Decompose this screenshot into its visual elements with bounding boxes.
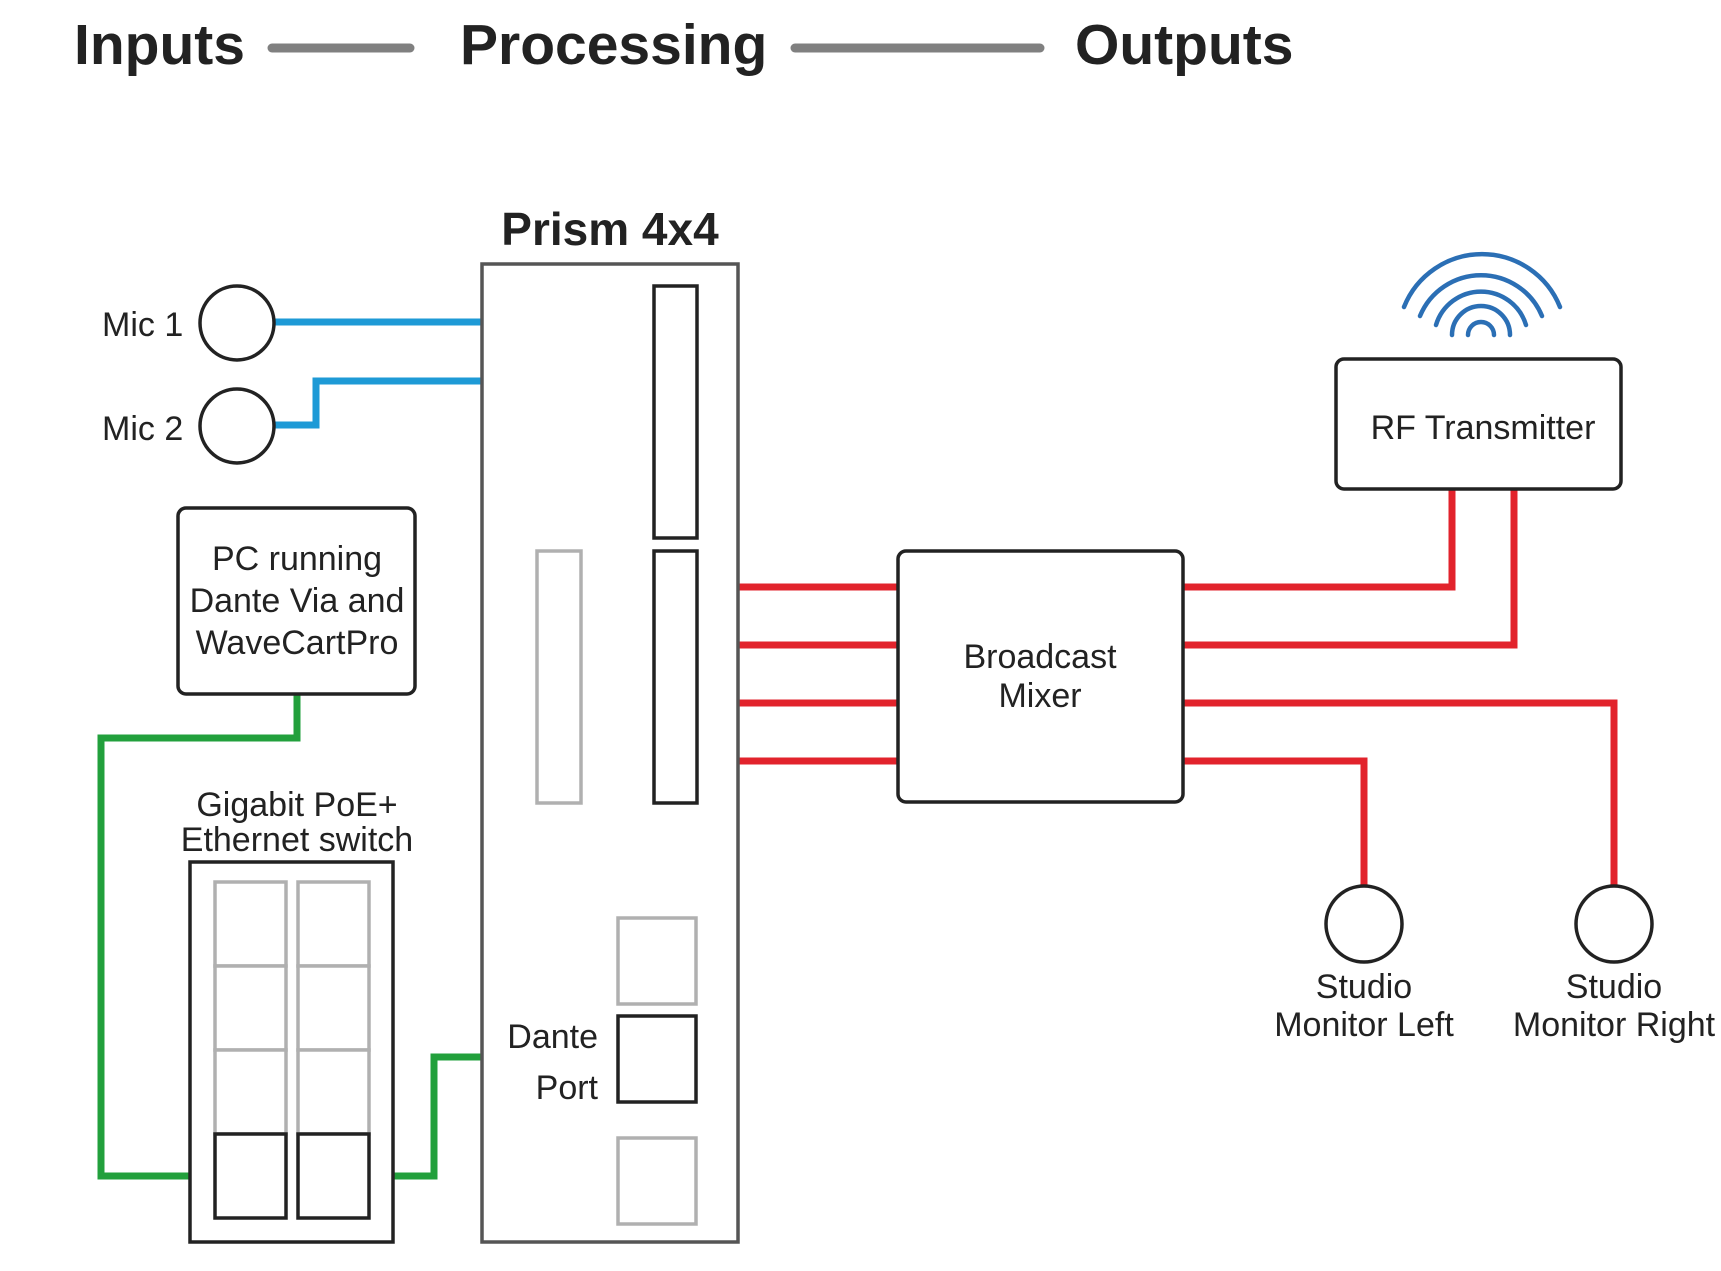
prism-aux-port-bottom — [616, 1136, 698, 1226]
monitor-left-label-line2: Monitor Left — [1274, 1006, 1454, 1044]
switch-label-line1: Gigabit PoE+ — [196, 786, 397, 824]
pc-box — [176, 506, 417, 696]
prism-title: Prism 4x4 — [501, 203, 719, 255]
studio-monitor-right-icon — [1574, 884, 1654, 964]
switch-port — [296, 1048, 371, 1136]
switch-port — [296, 964, 371, 1052]
switch-port — [213, 880, 288, 968]
switch-port — [213, 964, 288, 1052]
monitor-right-label-line1: Studio — [1566, 968, 1662, 1006]
mic1-icon — [198, 284, 276, 362]
wireless-signal-icon — [1401, 252, 1563, 338]
rf-transmitter-box — [1334, 357, 1623, 491]
mixer-label-line2: Mixer — [998, 677, 1081, 715]
dante-port-label-line1: Dante — [507, 1018, 598, 1056]
mixer-label-line1: Broadcast — [963, 638, 1117, 676]
heading-outputs: Outputs — [1075, 13, 1293, 77]
switch-port — [213, 1048, 288, 1136]
mixer-to-rf-wire-left — [1180, 490, 1456, 591]
monitor-left-label-line1: Studio — [1316, 968, 1412, 1006]
switch-port — [296, 880, 371, 968]
broadcast-mixer-box — [896, 549, 1185, 804]
prism-analog-output-block — [652, 549, 699, 805]
heading-processing: Processing — [460, 13, 767, 77]
prism-chassis — [480, 262, 740, 1244]
pc-label-line2: Dante Via and — [190, 582, 405, 620]
studio-monitor-left-icon — [1324, 884, 1404, 964]
mic2-icon — [198, 387, 276, 465]
pc-to-switch-wire — [97, 692, 301, 1180]
mixer-to-monitor-right-wire — [1180, 699, 1618, 888]
prism-aux-port-top — [616, 916, 698, 1006]
rf-transmitter-label: RF Transmitter — [1371, 409, 1596, 447]
prism-dante-port[interactable] — [616, 1014, 698, 1104]
mic2-label: Mic 2 — [102, 410, 183, 448]
pc-label-line3: WaveCartPro — [196, 624, 399, 662]
mixer-to-monitor-left-wire — [1180, 757, 1368, 888]
monitor-right-label-line2: Monitor Right — [1513, 1006, 1716, 1044]
heading-inputs: Inputs — [74, 13, 245, 77]
dante-port-label-line2: Port — [536, 1069, 599, 1107]
mic1-label: Mic 1 — [102, 306, 183, 344]
switch-label-line2: Ethernet switch — [181, 821, 413, 859]
mixer-to-rf-wire-right — [1180, 490, 1518, 649]
switch-port-active-pc[interactable] — [213, 1132, 288, 1220]
prism-inactive-slot — [535, 549, 583, 805]
prism-analog-input-block — [652, 284, 699, 540]
pc-label-line1: PC running — [212, 540, 382, 578]
switch-port-active-dante[interactable] — [296, 1132, 371, 1220]
